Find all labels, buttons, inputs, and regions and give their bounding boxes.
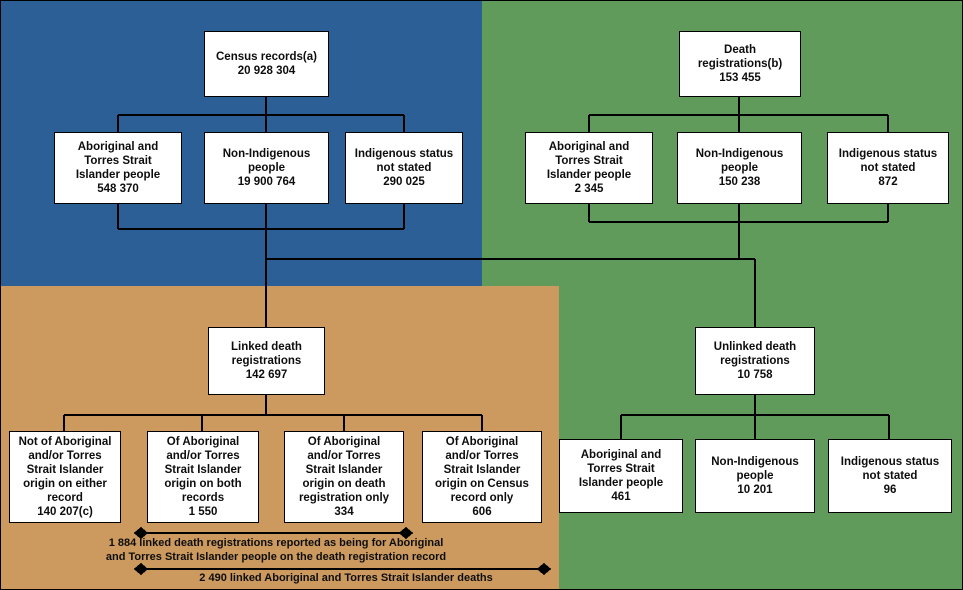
node-death-registration-only[interactable]: Of Aboriginal and/or Torres Strait Islan… — [284, 431, 404, 523]
node-unlinked-nonindigenous[interactable]: Non-Indigenous people 10 201 — [695, 439, 815, 513]
linked-deaths-value: 142 697 — [245, 369, 288, 381]
death-atsi-label-1: Aboriginal and — [548, 140, 630, 153]
not-either-label-4: origin on either — [23, 478, 107, 490]
unlinked-deaths-label-1: Unlinked death — [713, 340, 797, 353]
census-not-stated-label-2: not stated — [376, 161, 432, 174]
death-only-label-1: Of Aboriginal — [307, 435, 381, 448]
census-only-label-2: and/or Torres — [445, 449, 519, 462]
node-unlinked-atsi[interactable]: Aboriginal and Torres Strait Islander pe… — [559, 439, 683, 513]
death-only-label-3: Strait Islander — [305, 463, 383, 476]
node-census-nonindigenous[interactable]: Non-Indigenous people 19 900 764 — [204, 132, 329, 204]
both-records-label-4: origin on both — [164, 478, 242, 490]
unlinked-deaths-label-2: registrations — [720, 354, 790, 367]
unlinked-atsi-label-2: Torres Strait — [587, 462, 655, 475]
census-only-label-3: Strait Islander — [443, 463, 521, 476]
death-not-stated-label-2: not stated — [860, 161, 916, 174]
node-death-registrations[interactable]: Death registrations(b) 153 455 — [679, 31, 801, 97]
census-records-value: 20 928 304 — [237, 65, 296, 77]
linked-deaths-label-1: Linked death — [231, 340, 302, 353]
not-either-label-3: Strait Islander — [26, 463, 104, 476]
death-nonindigenous-label-1: Non-Indigenous — [695, 147, 784, 160]
death-registrations-label-2: registrations(b) — [697, 57, 783, 70]
node-death-atsi[interactable]: Aboriginal and Torres Strait Islander pe… — [525, 132, 653, 204]
death-only-label-4: origin on death — [302, 478, 386, 490]
death-nonindigenous-label-2: people — [720, 161, 759, 174]
census-only-label-1: Of Aboriginal — [445, 435, 519, 448]
census-atsi-label-1: Aboriginal and — [77, 140, 159, 153]
node-not-either-record[interactable]: Not of Aboriginal and/or Torres Strait I… — [9, 431, 121, 523]
both-records-label-2: and/or Torres — [166, 449, 240, 462]
both-records-label-1: Of Aboriginal — [166, 435, 240, 448]
node-census-record-only[interactable]: Of Aboriginal and/or Torres Strait Islan… — [422, 431, 542, 523]
unlinked-nonindigenous-label-1: Non-Indigenous — [711, 455, 799, 468]
census-only-label-5: record only — [450, 492, 514, 505]
not-either-label-5: record — [47, 492, 83, 505]
not-either-label-1: Not of Aboriginal — [18, 435, 112, 448]
unlinked-not-stated-label-2: not stated — [862, 469, 918, 482]
census-records-label: Census records(a) — [216, 50, 317, 63]
death-not-stated-label-1: Indigenous status — [838, 147, 938, 160]
census-not-stated-label-1: Indigenous status — [354, 147, 454, 160]
unlinked-atsi-label-1: Aboriginal and — [580, 448, 662, 461]
death-nonindigenous-value: 150 238 — [718, 176, 761, 188]
census-atsi-label-3: Islander people — [75, 169, 161, 181]
both-records-label-3: Strait Islander — [164, 463, 242, 476]
not-either-value: 140 207(c) — [37, 506, 93, 519]
unlinked-nonindigenous-label-2: people — [736, 469, 774, 482]
census-only-value: 606 — [472, 506, 492, 519]
death-not-stated-value: 872 — [878, 176, 898, 188]
death-only-label-5: registration only — [298, 492, 390, 505]
death-atsi-value: 2 345 — [574, 183, 604, 196]
census-atsi-label-2: Torres Strait — [84, 154, 152, 167]
not-either-label-2: and/or Torres — [28, 449, 102, 462]
census-nonindigenous-label-1: Non-Indigenous — [222, 147, 311, 160]
census-atsi-value: 548 370 — [97, 183, 139, 196]
unlinked-nonindigenous-value: 10 201 — [737, 484, 773, 496]
node-unlinked-not-stated[interactable]: Indigenous status not stated 96 — [828, 439, 952, 513]
census-nonindigenous-value: 19 900 764 — [237, 176, 296, 188]
unlinked-atsi-value: 461 — [611, 491, 631, 504]
census-only-label-4: origin on Census — [435, 478, 529, 490]
death-registrations-value: 153 455 — [719, 72, 761, 84]
death-atsi-label-3: Islander people — [546, 169, 632, 181]
node-unlinked-death-registrations[interactable]: Unlinked death registrations 10 758 — [695, 327, 815, 395]
linked-deaths-label-2: registrations — [231, 354, 302, 367]
unlinked-atsi-label-3: Islander people — [578, 477, 664, 489]
node-census-not-stated[interactable]: Indigenous status not stated 290 025 — [345, 132, 463, 204]
unlinked-not-stated-label-1: Indigenous status — [840, 455, 940, 468]
node-linked-death-registrations[interactable]: Linked death registrations 142 697 — [208, 327, 325, 395]
both-records-label-5: records — [181, 492, 225, 505]
death-atsi-label-2: Torres Strait — [555, 154, 623, 167]
node-death-not-stated[interactable]: Indigenous status not stated 872 — [827, 132, 949, 204]
unlinked-not-stated-value: 96 — [883, 484, 897, 496]
census-not-stated-value: 290 025 — [383, 176, 425, 188]
census-nonindigenous-label-2: people — [247, 161, 286, 174]
annotation-2490-linked-deaths: 2 490 linked Aboriginal and Torres Strai… — [199, 572, 493, 584]
death-only-value: 334 — [334, 506, 354, 519]
node-death-nonindigenous[interactable]: Non-Indigenous people 150 238 — [677, 132, 802, 204]
annotation-1884-linked-registrations: 1 884 linked death registrations reporte… — [105, 537, 447, 564]
node-census-atsi[interactable]: Aboriginal and Torres Strait Islander pe… — [54, 132, 182, 204]
death-registrations-label-1: Death — [724, 43, 756, 56]
node-both-records[interactable]: Of Aboriginal and/or Torres Strait Islan… — [147, 431, 259, 523]
unlinked-deaths-value: 10 758 — [737, 369, 773, 381]
node-census-records[interactable]: Census records(a) 20 928 304 — [204, 31, 329, 97]
both-records-value: 1 550 — [188, 506, 218, 519]
death-only-label-2: and/or Torres — [307, 449, 381, 462]
